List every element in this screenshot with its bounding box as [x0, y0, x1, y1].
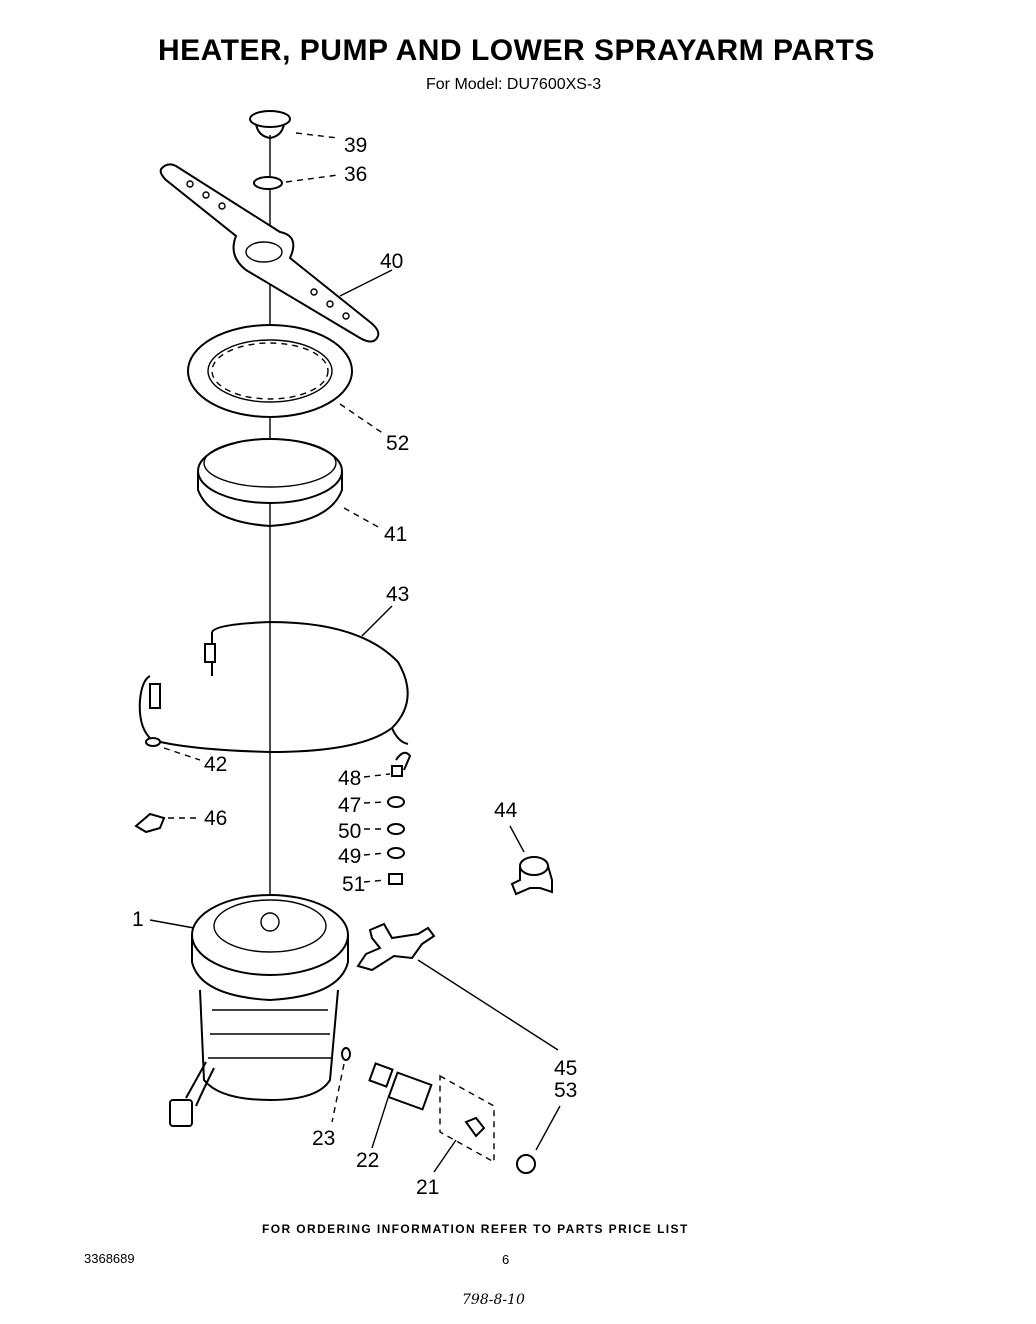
part-39-cap — [249, 110, 291, 140]
callout-42: 42 — [204, 753, 228, 776]
part-44-thermostat — [510, 856, 553, 896]
part-48-terminal — [391, 751, 412, 777]
leader-36 — [285, 174, 339, 183]
part-22-connector — [368, 1062, 433, 1111]
callout-46: 46 — [204, 807, 228, 830]
part-40-sprayarm — [159, 163, 380, 343]
callout-49: 49 — [338, 845, 362, 868]
leader-45 — [417, 959, 559, 1051]
leader-47 — [363, 801, 387, 804]
callout-23: 23 — [312, 1127, 336, 1150]
leader-39 — [295, 132, 339, 139]
leader-22 — [371, 1097, 389, 1149]
part-53-clamp — [516, 1154, 536, 1174]
callout-48: 48 — [338, 767, 362, 790]
callout-40: 40 — [380, 250, 404, 273]
page-title: HEATER, PUMP AND LOWER SPRAYARM PARTS — [158, 34, 875, 67]
callout-52: 52 — [386, 432, 410, 455]
leader-40 — [339, 269, 393, 297]
part-47-washer — [387, 796, 405, 808]
part-45-bracket — [356, 922, 436, 972]
leader-41 — [343, 507, 381, 529]
callout-41: 41 — [384, 523, 408, 546]
part-52-filter-ring — [187, 324, 353, 418]
part-51-nut — [388, 873, 403, 885]
callout-44: 44 — [494, 799, 518, 822]
callout-36: 36 — [344, 163, 368, 186]
leader-49 — [363, 852, 387, 856]
part-21-plate — [439, 1074, 495, 1164]
part-49-washer — [387, 847, 405, 859]
callout-45: 45 — [554, 1057, 578, 1080]
part-43-heater-element — [138, 620, 409, 754]
callout-21: 21 — [416, 1176, 440, 1199]
callout-50: 50 — [338, 820, 362, 843]
leader-52 — [339, 403, 385, 435]
callout-47: 47 — [338, 794, 362, 817]
leader-43 — [361, 605, 393, 637]
part-23-oring — [341, 1047, 351, 1061]
leader-23 — [331, 1063, 345, 1123]
part-46-bracket — [134, 812, 166, 834]
callout-51: 51 — [342, 873, 366, 896]
document-number: 3368689 — [84, 1251, 135, 1266]
callout-53: 53 — [554, 1079, 578, 1102]
part-36-washer — [253, 176, 283, 190]
part-41-ring — [197, 438, 343, 528]
callout-39: 39 — [344, 134, 368, 157]
callout-1: 1 — [132, 908, 144, 931]
part-50-washer — [387, 823, 405, 835]
leader-21 — [433, 1139, 457, 1173]
model-subtitle: For Model: DU7600XS-3 — [426, 76, 602, 93]
part-42-nut — [145, 737, 161, 747]
callout-43: 43 — [386, 583, 410, 606]
leader-53 — [535, 1105, 561, 1151]
leader-42 — [163, 747, 201, 761]
leader-48 — [363, 773, 391, 778]
callout-22: 22 — [356, 1149, 380, 1172]
handwritten-note: 798-8-10 — [462, 1292, 525, 1308]
ordering-info-footer: FOR ORDERING INFORMATION REFER TO PARTS … — [262, 1222, 689, 1236]
leader-51 — [363, 879, 387, 883]
leader-1 — [149, 919, 195, 929]
leader-44 — [509, 825, 525, 853]
part-1-pump-motor — [169, 894, 349, 1127]
page-number: 6 — [502, 1252, 510, 1267]
